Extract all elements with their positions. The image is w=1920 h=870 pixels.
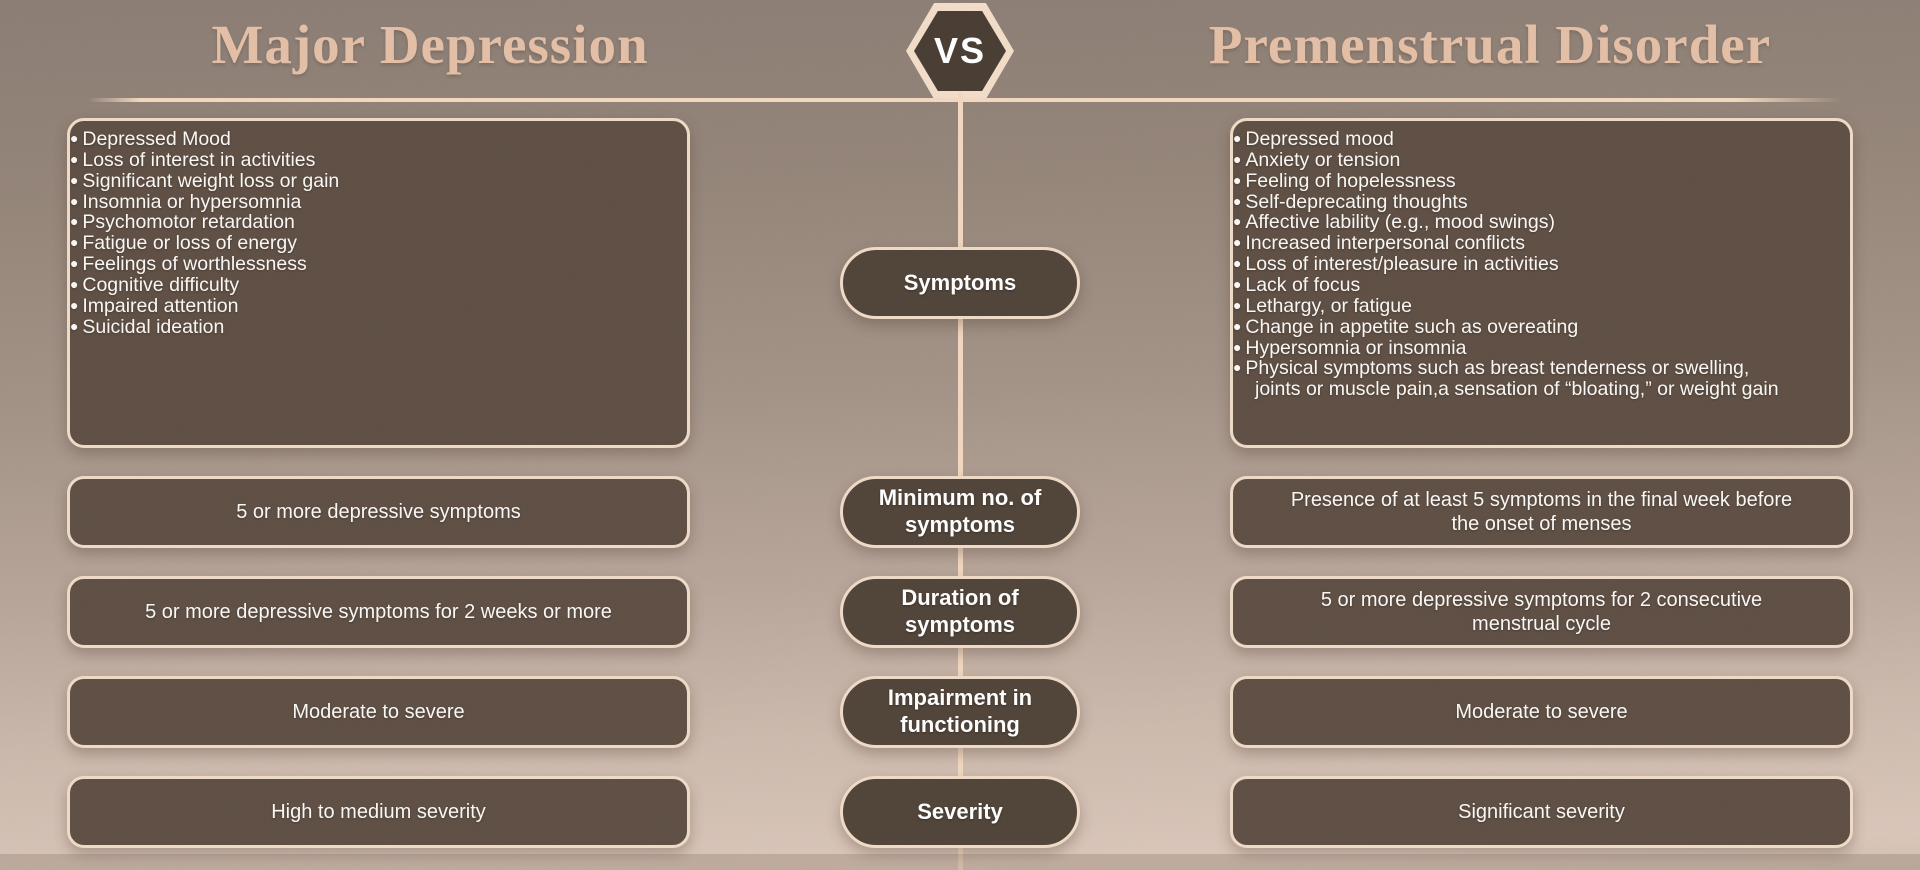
list-item: Feeling of hopelessness (1233, 170, 1793, 192)
left-column-title: Major Depression (211, 14, 649, 75)
bottom-shadow-strip (0, 854, 1920, 870)
list-item: Physical symptoms such as breast tendern… (1233, 358, 1793, 400)
vs-label: VS (933, 30, 987, 71)
list-item: Suicidal ideation (70, 316, 339, 338)
list-item: Depressed mood (1233, 129, 1793, 150)
list-item: Loss of interest in activities (70, 149, 339, 171)
premenstrual-symptom-list: Depressed mood Anxiety or tension Feelin… (1233, 129, 1793, 400)
right-box-symptoms: Depressed mood Anxiety or tension Feelin… (1230, 118, 1853, 448)
list-item: Increased interpersonal conflicts (1233, 233, 1793, 254)
vs-hexagon-inner: VS (914, 11, 1006, 91)
list-item: Psychomotor retardation (70, 212, 339, 233)
list-item: Loss of interest/pleasure in activities (1233, 254, 1793, 275)
vs-hexagon-badge: VS (906, 3, 1014, 99)
list-item: Self-deprecating thoughts (1233, 191, 1793, 213)
list-item: Significant weight loss or gain (70, 170, 339, 192)
right-column-title: Premenstrual Disorder (1208, 14, 1772, 75)
list-item: Affective lability (e.g., mood swings) (1233, 212, 1793, 233)
list-item: Fatigue or loss of energy (70, 233, 339, 254)
left-box-severity: High to medium severity (67, 776, 690, 848)
list-item: Change in appetite such as overeating (1233, 316, 1793, 338)
list-item: Anxiety or tension (1233, 149, 1793, 171)
category-pill-severity: Severity (840, 776, 1080, 848)
list-item: Lethargy, or fatigue (1233, 296, 1793, 317)
category-pill-minimum-symptoms: Minimum no. of symptoms (840, 476, 1080, 548)
right-box-minimum-symptoms: Presence of at least 5 symptoms in the f… (1230, 476, 1853, 548)
list-item: Insomnia or hypersomnia (70, 191, 339, 213)
major-depression-symptom-list: Depressed Mood Loss of interest in activ… (70, 129, 339, 338)
category-pill-impairment: Impairment in functioning (840, 676, 1080, 748)
list-item: Lack of focus (1233, 275, 1793, 296)
right-box-severity: Significant severity (1230, 776, 1853, 848)
right-box-impairment: Moderate to severe (1230, 676, 1853, 748)
list-item: Cognitive difficulty (70, 275, 339, 296)
horizontal-connector-line (88, 98, 1842, 102)
left-box-minimum-symptoms: 5 or more depressive symptoms (67, 476, 690, 548)
list-item: Hypersomnia or insomnia (1233, 337, 1793, 359)
category-pill-duration: Duration of symptoms (840, 576, 1080, 648)
list-item: Feelings of worthlessness (70, 254, 339, 275)
list-item: Impaired attention (70, 296, 339, 317)
right-box-duration: 5 or more depressive symptoms for 2 cons… (1230, 576, 1853, 648)
comparison-table: Depressed Mood Loss of interest in activ… (67, 118, 1853, 848)
left-box-impairment: Moderate to severe (67, 676, 690, 748)
list-item: Depressed Mood (70, 129, 339, 150)
left-box-duration: 5 or more depressive symptoms for 2 week… (67, 576, 690, 648)
category-pill-symptoms: Symptoms (840, 247, 1080, 319)
left-box-symptoms: Depressed Mood Loss of interest in activ… (67, 118, 690, 448)
